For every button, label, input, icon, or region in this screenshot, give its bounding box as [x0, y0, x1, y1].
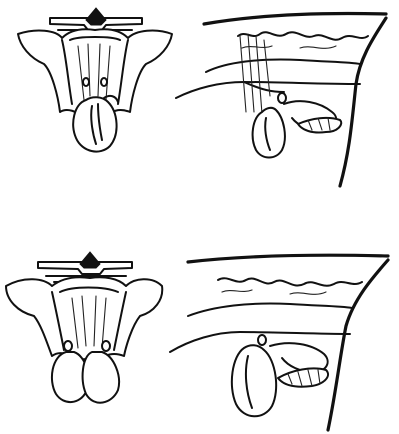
wavy-tissue [218, 278, 362, 285]
caudal-edge [328, 260, 388, 430]
panel-top-left-caudal-view [18, 8, 172, 152]
scrotum-lateral [253, 108, 285, 158]
caudal-edge [340, 18, 386, 186]
pelvic-floor-upper [206, 60, 360, 73]
tissue-hatching [240, 34, 270, 114]
node-oval [258, 335, 266, 345]
wavy-tissue [238, 32, 368, 39]
node-oval [278, 93, 286, 103]
scrotal-mass-right-lobe [83, 352, 119, 403]
pelvic-floor-upper [188, 304, 352, 317]
panel-top-right-lateral-view [176, 13, 386, 186]
panel-bottom-left-caudal-view [6, 252, 162, 403]
scrotum-lateral [232, 345, 276, 416]
dorsal-contour [188, 255, 388, 262]
panel-bottom-right-lateral-view [170, 255, 388, 430]
dorsal-contour [204, 13, 386, 24]
